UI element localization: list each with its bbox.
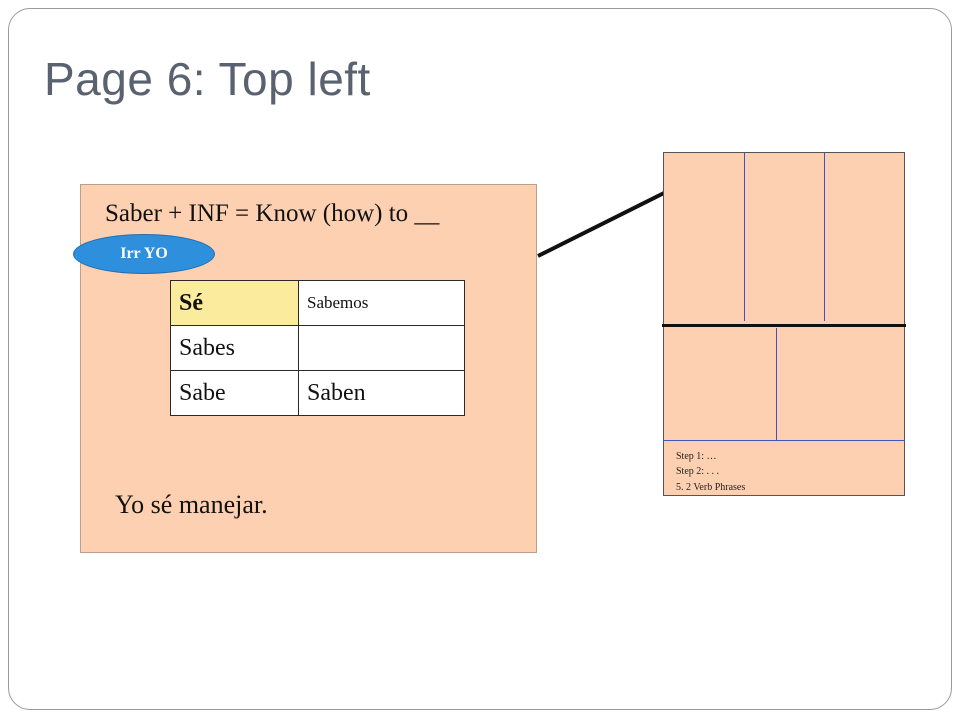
panel-heading: Saber + INF = Know (how) to __ <box>105 200 440 227</box>
table-cell-tu: Sabes <box>170 325 299 371</box>
table-row: Sabes <box>170 325 465 371</box>
table-cell-yo: Sé <box>170 280 299 326</box>
table-cell-ellos: Saben <box>298 370 465 416</box>
divider-line <box>744 153 745 321</box>
step-line: Step 1: … <box>676 451 717 462</box>
mini-page-layout: Step 1: … Step 2: . . . 5. 2 Verb Phrase… <box>662 152 906 496</box>
slide-title: Page 6: Top left <box>44 53 371 105</box>
table-cell-nosotros: Sabemos <box>298 280 465 326</box>
divider-line <box>664 440 904 441</box>
table-row: Sabe Saben <box>170 370 465 416</box>
table-cell-empty <box>298 325 465 371</box>
conjugation-table: Sé Sabemos Sabes Sabe Saben <box>170 280 465 416</box>
divider-line <box>824 153 825 321</box>
divider-line <box>776 328 777 440</box>
example-sentence: Yo sé manejar. <box>115 490 268 519</box>
step-line: Step 2: . . . <box>676 466 720 477</box>
divider-line <box>662 324 906 327</box>
irregular-yo-badge: Irr YO <box>73 234 215 274</box>
table-row: Sé Sabemos <box>170 280 465 326</box>
table-cell-el: Sabe <box>170 370 299 416</box>
step-line: 5. 2 Verb Phrases <box>676 482 746 493</box>
